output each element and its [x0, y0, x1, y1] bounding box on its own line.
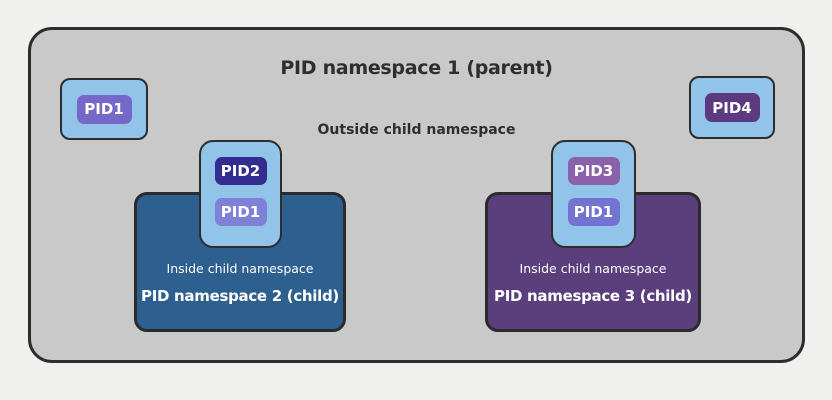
child-namespace-3-title: PID namespace 3 (child): [494, 287, 692, 305]
pid-badge-pid1-child3: PID1: [567, 198, 620, 226]
process-box-pid4: PID4: [689, 76, 775, 139]
child-namespace-3-inside-label: Inside child namespace: [519, 261, 667, 276]
pid-badge-pid1-child2: PID1: [214, 198, 267, 226]
process-box-pid1-parent: PID1: [60, 78, 148, 140]
pid-badge-pid3: PID3: [567, 157, 620, 185]
child-namespace-2-process-tab: PID2 PID1: [199, 140, 282, 248]
parent-namespace-title: PID namespace 1 (parent): [280, 57, 553, 79]
pid-badge-pid2: PID2: [214, 157, 267, 185]
outside-child-namespace-label: Outside child namespace: [317, 122, 516, 138]
child-namespace-3-process-tab: PID3 PID1: [551, 140, 636, 248]
child-namespace-2-title: PID namespace 2 (child): [141, 287, 339, 305]
child-namespace-2-inside-label: Inside child namespace: [166, 261, 314, 276]
pid-badge-pid4: PID4: [704, 93, 760, 122]
pid-badge-pid1-parent: PID1: [76, 94, 132, 124]
